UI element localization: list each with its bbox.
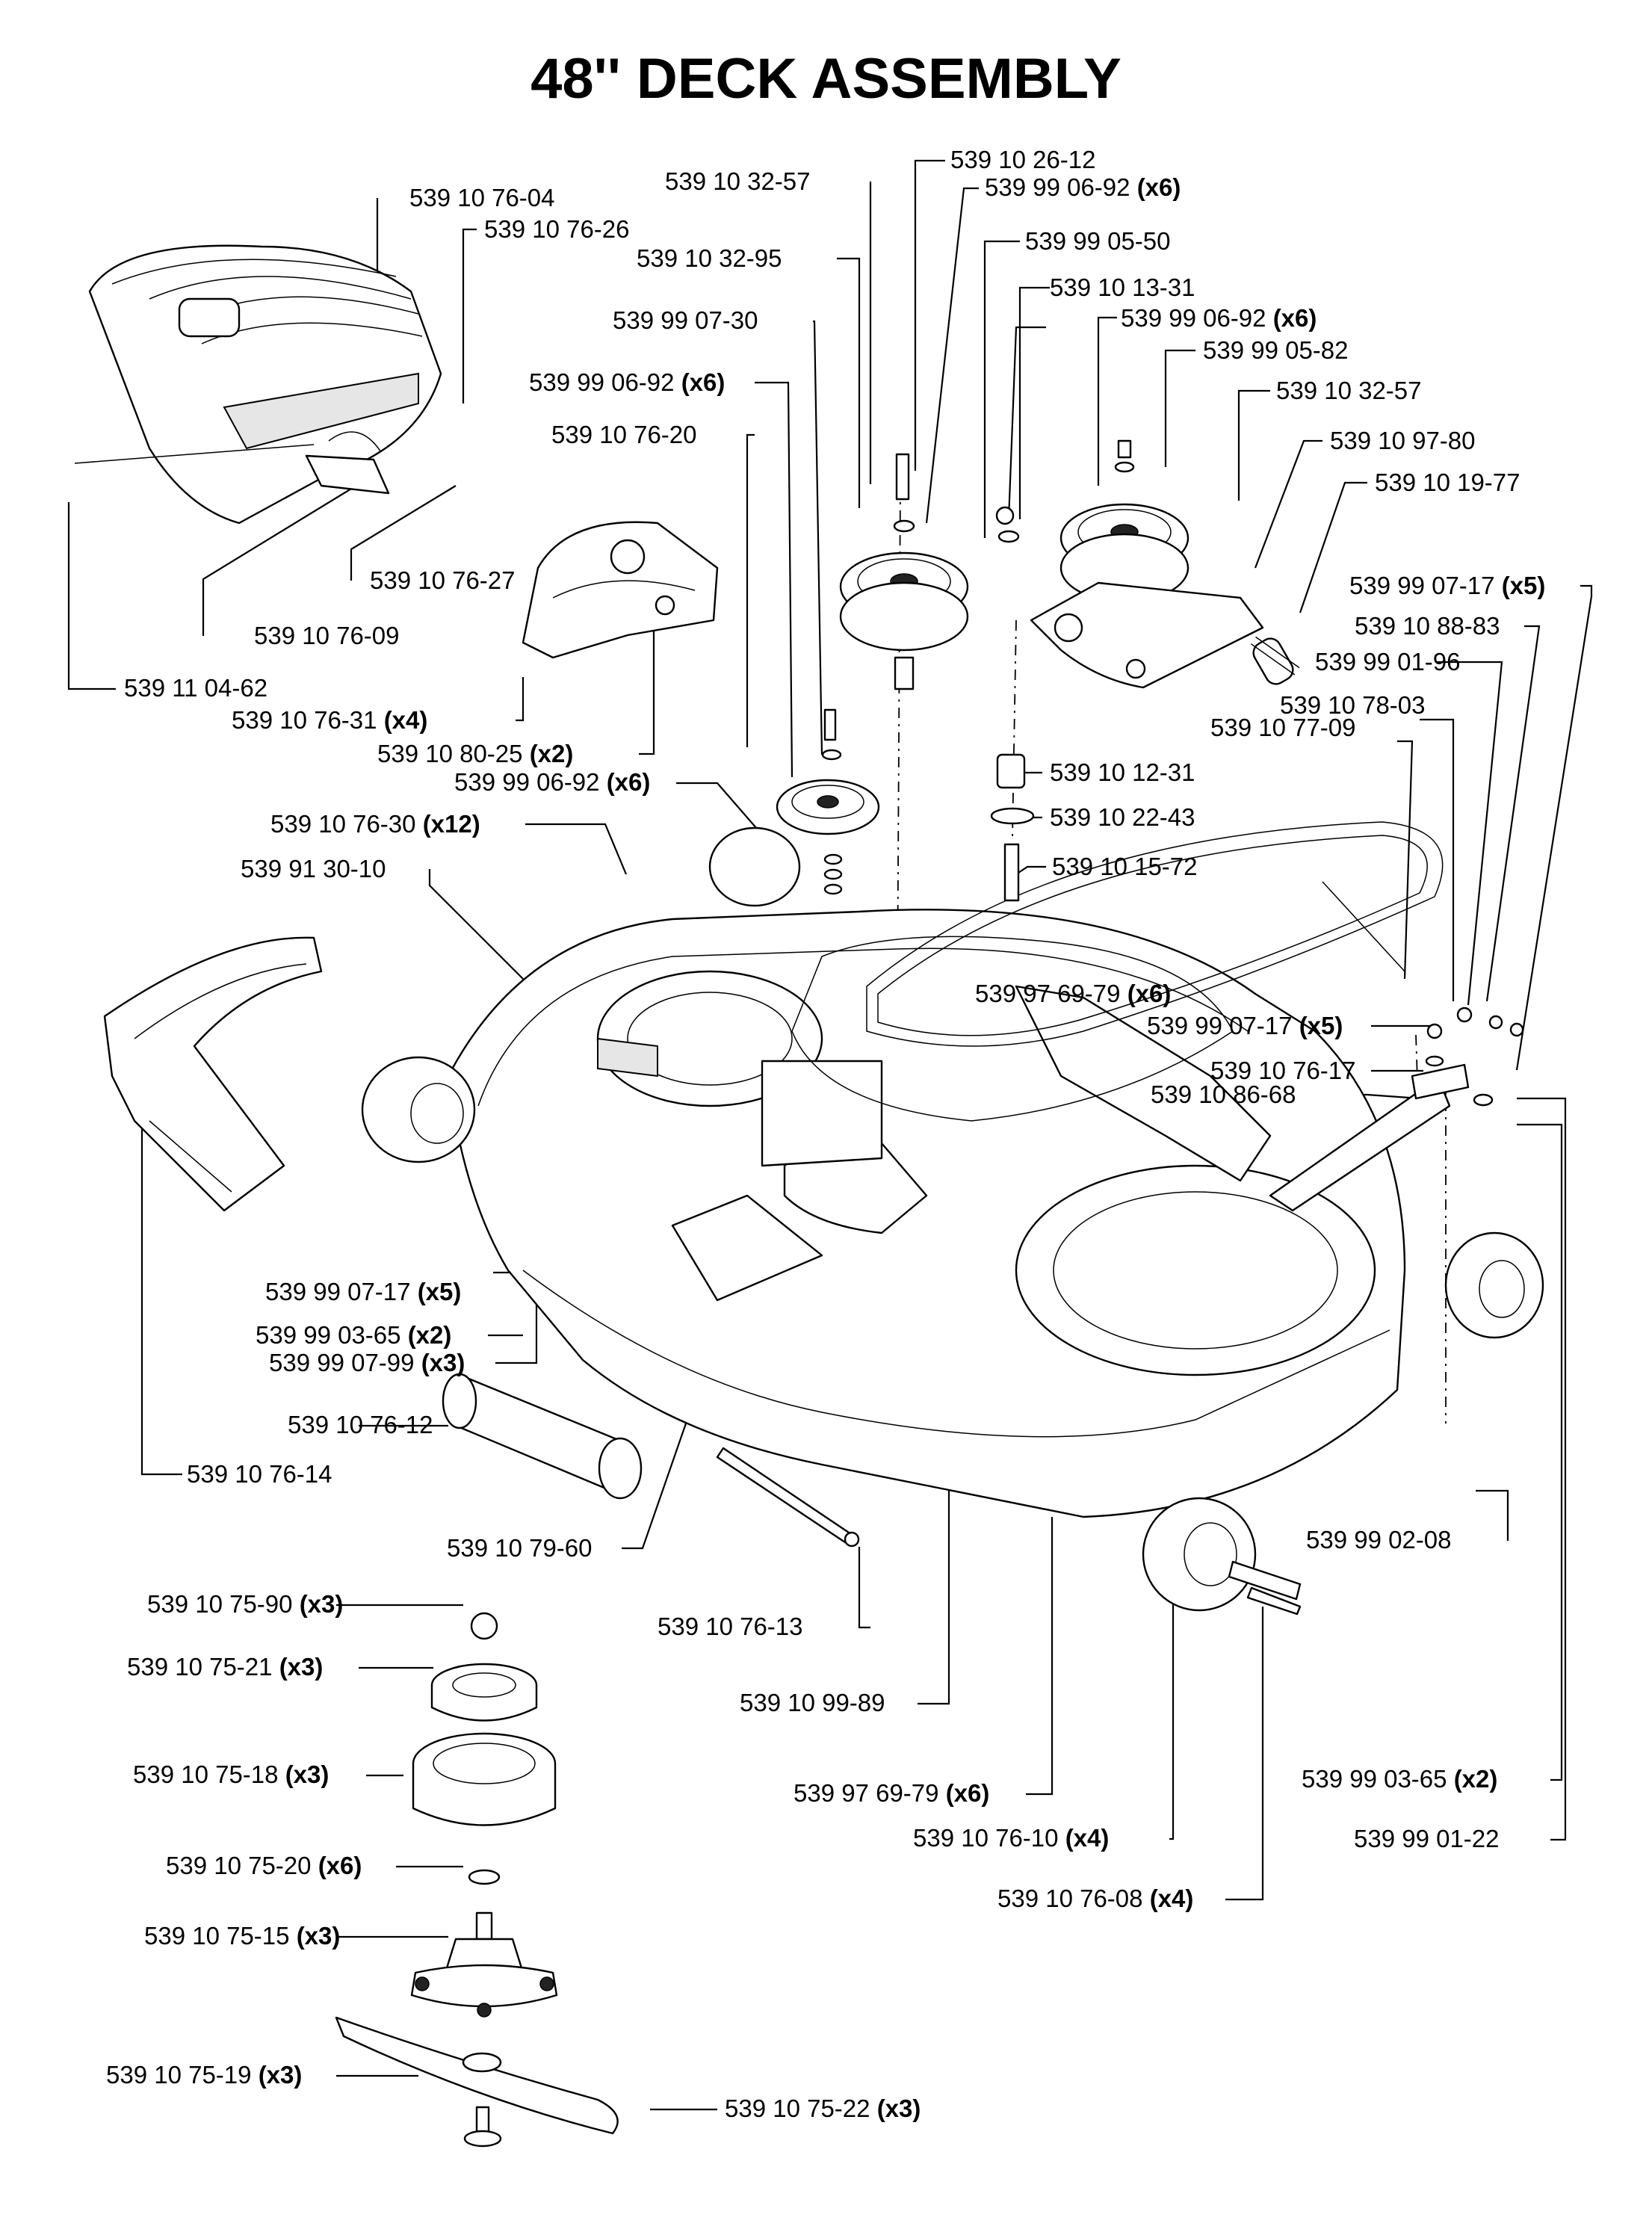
part-label-nut-center: 539 97 69-79 (x6)	[975, 980, 1171, 1007]
part-label-washer-b: 539 99 06-92 (x6)	[1121, 304, 1317, 332]
part-label-idler-bolt: 539 10 13-31	[1050, 273, 1195, 301]
part-label-deck-screw: 539 10 76-30 (x12)	[270, 810, 480, 838]
part-label-washer-c: 539 99 06-92 (x6)	[529, 368, 725, 396]
part-label-washer-d: 539 99 06-92 (x6)	[454, 768, 650, 796]
gauge-wheels-drawing	[361, 826, 1544, 1612]
part-label-bolt-b: 539 99 07-30	[613, 306, 758, 334]
belt-shield-drawing	[522, 521, 719, 659]
part-label-shield-spacer: 539 10 80-25 (x2)	[377, 740, 573, 767]
baffle-drawing	[103, 936, 323, 1212]
part-label-nut-right: 539 99 07-17 (x5)	[1349, 572, 1545, 599]
part-label-bracket: 539 10 79-60	[447, 1534, 593, 1562]
drive-belt-drawing	[866, 821, 1444, 1047]
part-label-washer-right: 539 99 01-22	[1354, 1825, 1500, 1852]
part-label-idler-spring: 539 10 19-77	[1375, 469, 1520, 496]
part-label-spindle-nut: 539 10 75-90 (x3)	[147, 1590, 343, 1618]
roller-and-rods-drawing	[442, 1373, 1302, 1616]
part-label-rod-right: 539 10 78-03	[1280, 691, 1426, 719]
part-label-deck-shell: 539 10 99-89	[740, 1689, 885, 1716]
part-label-spindle-washer: 539 10 75-20 (x6)	[166, 1852, 362, 1879]
part-label-idler-arm: 539 10 97-80	[1330, 427, 1476, 454]
part-label-spacer-a: 539 10 32-95	[637, 244, 782, 272]
part-label-cotter-right: 539 99 03-65 (x2)	[1302, 1765, 1497, 1793]
part-label-link-washer: 539 10 76-17	[1210, 1057, 1356, 1084]
part-label-roller-rod: 539 10 76-13	[658, 1613, 803, 1640]
diagram-title: 48'' DECK ASSEMBLY	[530, 47, 1122, 111]
part-label-bushing: 539 10 12-31	[1050, 758, 1195, 786]
part-label-screw-left: 539 99 07-99 (x3)	[269, 1349, 465, 1376]
part-label-chute-spring: 539 10 76-09	[254, 622, 400, 649]
part-label-shoulder-bolt: 539 10 15-72	[1052, 853, 1198, 880]
part-label-chute-pin: 539 10 76-26	[484, 215, 630, 243]
idler-pulleys-drawing	[776, 439, 1300, 902]
spindle-assembly-drawing	[335, 1612, 619, 2148]
part-label-blade: 539 10 75-19 (x3)	[106, 2061, 302, 2089]
part-label-wheel-bolt: 539 10 76-08 (x4)	[997, 1885, 1193, 1912]
part-label-pin-right: 539 99 01-96	[1315, 648, 1461, 676]
part-label-cotter-left: 539 99 03-65 (x2)	[256, 1321, 451, 1349]
part-label-spindle-pulley: 539 10 75-21 (x3)	[127, 1653, 323, 1681]
part-label-spindle-housing: 539 10 75-15 (x3)	[144, 1922, 340, 1950]
part-label-washer-a: 539 99 06-92 (x6)	[985, 173, 1181, 201]
discharge-chute-drawing	[74, 244, 442, 525]
right-linkage-drawing	[1269, 1007, 1524, 1212]
part-label-nut-b: 539 99 05-50	[1025, 227, 1171, 255]
part-label-chute-rod: 539 11 04-62	[124, 674, 267, 702]
part-label-link: 539 10 88-83	[1355, 612, 1500, 640]
part-label-idler-nut: 539 99 05-82	[1203, 336, 1349, 364]
part-label-decal: 539 91 30-10	[241, 855, 386, 882]
part-labels: 539 10 76-04 539 10 76-26 539 10 76-27 5…	[106, 146, 1545, 2122]
mower-deck-drawing	[447, 909, 1406, 1518]
part-label-baffle: 539 10 76-14	[187, 1460, 332, 1488]
part-label-deck-bolt: 539 99 02-08	[1306, 1526, 1452, 1554]
part-label-belt: 539 10 77-09	[1210, 714, 1356, 741]
part-label-nut-right-b: 539 99 07-17 (x5)	[1147, 1012, 1343, 1039]
part-label-link-arm: 539 10 86-68	[1151, 1081, 1296, 1108]
part-label-shield-bolt: 539 10 76-31 (x4)	[232, 706, 427, 734]
part-label-idler-pulley-a: 539 10 32-57	[665, 167, 811, 195]
part-label-roller: 539 10 76-12	[288, 1411, 433, 1438]
part-label-wheel: 539 10 76-10 (x4)	[913, 1824, 1109, 1852]
part-label-belt-shield: 539 10 76-20	[551, 421, 697, 448]
part-label-blade-bolt: 539 10 75-22 (x3)	[725, 2095, 921, 2122]
part-label-pulley-bolt-a: 539 10 26-12	[950, 146, 1096, 173]
part-label-nut-left: 539 99 07-17 (x5)	[265, 1278, 461, 1305]
part-label-nut-bottom: 539 97 69-79 (x6)	[793, 1779, 989, 1807]
part-label-spacer-washer: 539 10 22-43	[1050, 803, 1195, 831]
part-label-chute-cover: 539 10 76-04	[409, 184, 555, 211]
part-label-chute-clip: 539 10 76-27	[370, 566, 516, 594]
part-label-idler-pulley-b: 539 10 32-57	[1276, 377, 1422, 404]
part-label-spindle-cover: 539 10 75-18 (x3)	[133, 1760, 329, 1788]
